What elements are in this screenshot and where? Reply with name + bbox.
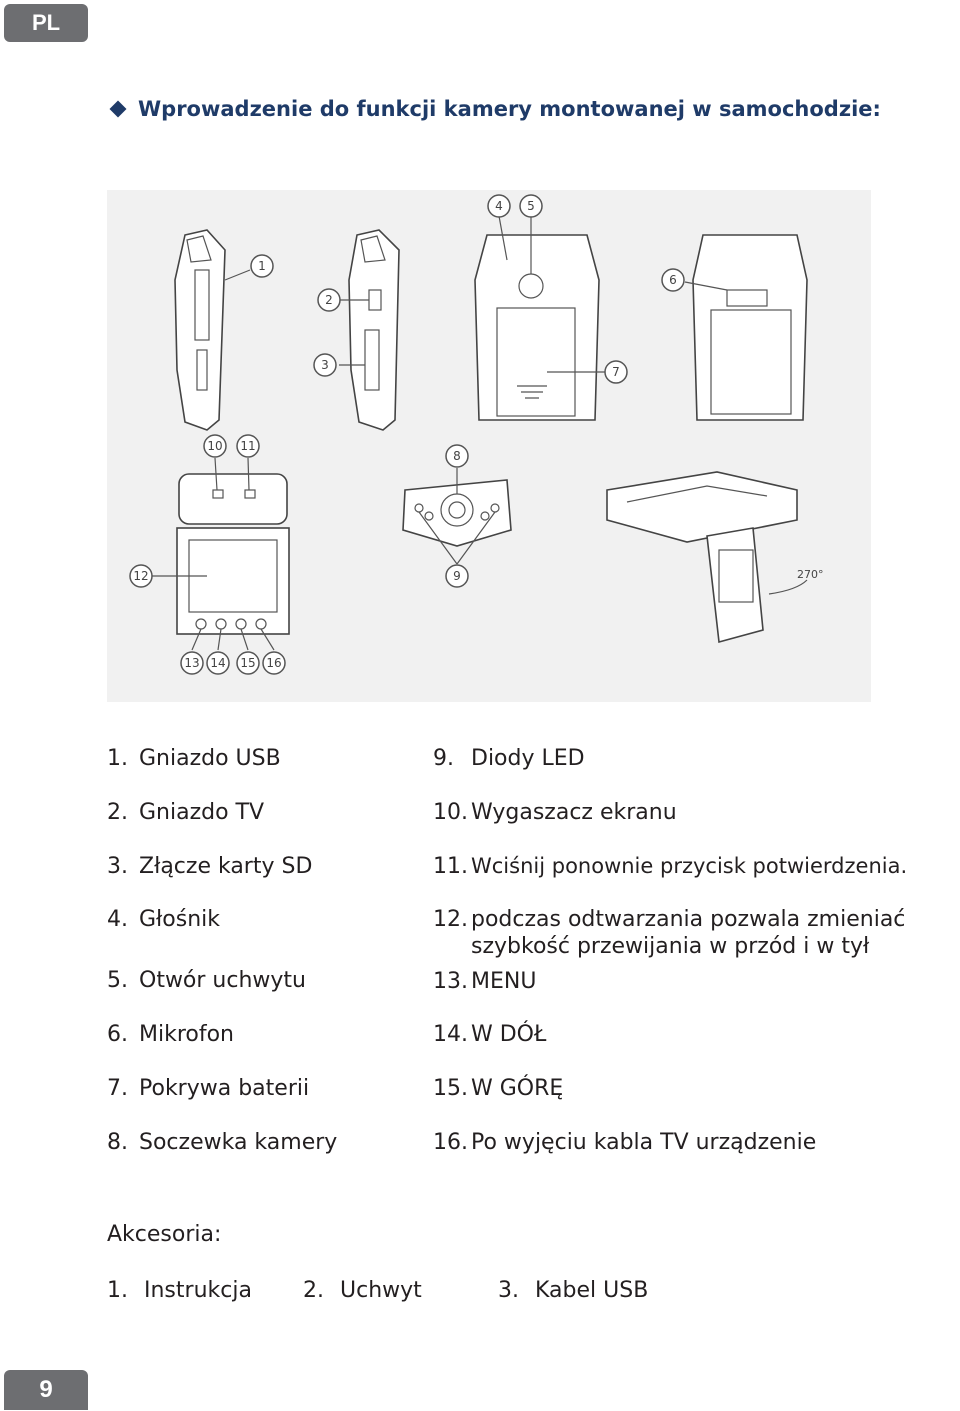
camera-perspective-view [606,471,808,644]
callout-1: 1 [250,254,274,278]
section-heading: Wprowadzenie do funkcji kamery montowane… [109,92,881,126]
svg-text:3: 3 [321,358,329,372]
part-item-7: 7.Pokrywa baterii [107,1076,310,1101]
accessories-title: Akcesoria: [107,1222,222,1247]
part-item-9: 9.Diody LED [433,746,585,771]
camera-diagram-svg: 270° 1 2 3 4 5 6 7 8 9 10 11 12 13 14 15… [129,194,824,675]
svg-text:13: 13 [184,656,199,670]
part-item-11: 11.Wciśnij ponownie przycisk potwierdzen… [433,854,908,879]
svg-text:9: 9 [453,569,461,583]
part-item-6: 6.Mikrofon [107,1022,235,1047]
part-item-1: 1.Gniazdo USB [107,746,281,771]
page-number: 9 [4,1370,88,1410]
accessory-item-1: 1.Instrukcja [107,1278,252,1303]
callout-4: 4 [487,194,511,218]
camera-diagram: 270° 1 2 3 4 5 6 7 8 9 10 11 12 13 14 15… [107,190,871,702]
accessory-item-3: 3.Kabel USB [498,1278,649,1303]
camera-back-view [474,234,600,421]
part-item-2: 2.Gniazdo TV [107,800,265,825]
svg-text:11: 11 [240,439,255,453]
callout-11: 11 [236,434,260,458]
accessory-item-2: 2.Uchwyt [303,1278,422,1303]
camera-side-view-left [174,229,226,431]
svg-text:14: 14 [210,656,225,670]
callout-7: 7 [604,360,628,384]
callout-3: 3 [313,353,337,377]
callout-15: 15 [236,651,260,675]
callout-5: 5 [519,194,543,218]
svg-text:5: 5 [527,199,535,213]
svg-text:16: 16 [266,656,281,670]
callout-16: 16 [262,651,286,675]
part-item-5: 5.Otwór uchwytu [107,968,306,993]
svg-text:15: 15 [240,656,255,670]
part-item-13: 13.MENU [433,969,537,994]
svg-text:7: 7 [612,365,620,379]
callout-13: 13 [180,651,204,675]
callout-6: 6 [661,268,685,292]
rotation-label: 270° [797,568,824,581]
camera-lens-view [402,479,512,547]
callout-10: 10 [203,434,227,458]
part-item-8: 8.Soczewka kamery [107,1130,338,1155]
callout-2: 2 [317,288,341,312]
camera-top-view [692,234,808,421]
camera-side-view-right [348,229,400,431]
section-heading-text: Wprowadzenie do funkcji kamery montowane… [138,97,881,121]
svg-text:1: 1 [258,259,266,273]
callout-9: 9 [445,564,469,588]
svg-text:4: 4 [495,199,503,213]
callout-8: 8 [445,444,469,468]
svg-text:12: 12 [133,569,148,583]
part-item-14: 14.W DÓŁ [433,1022,547,1047]
part-item-4: 4.Głośnik [107,907,221,932]
svg-text:2: 2 [325,293,333,307]
part-item-16: 16.Po wyjęciu kabla TV urządzenie [433,1130,817,1155]
part-item-15: 15.W GÓRĘ [433,1076,564,1101]
svg-text:8: 8 [453,449,461,463]
svg-text:6: 6 [669,273,677,287]
svg-text:10: 10 [207,439,222,453]
diamond-bullet-icon [109,100,127,118]
language-tab: PL [4,4,88,42]
camera-front-screen-view [176,473,290,635]
callout-12: 12 [129,564,153,588]
part-item-3: 3.Złącze karty SD [107,854,313,879]
callout-14: 14 [206,651,230,675]
part-item-10: 10.Wygaszacz ekranu [433,800,677,825]
